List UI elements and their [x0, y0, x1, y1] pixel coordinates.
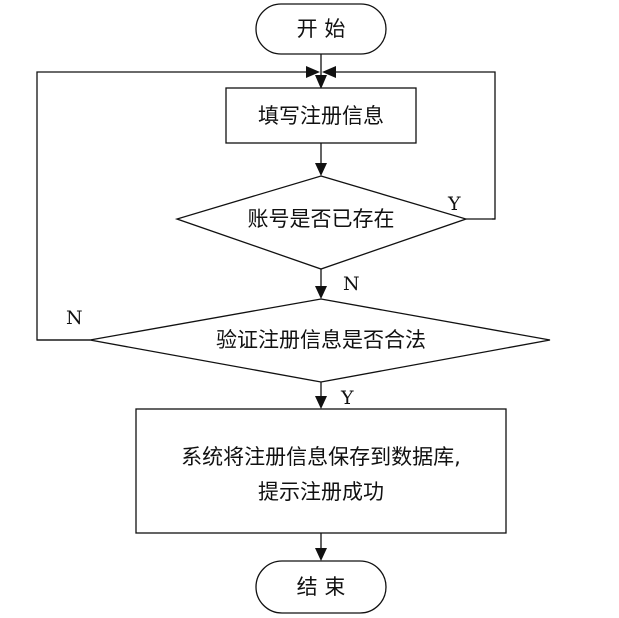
validate-label: 验证注册信息是否合法: [216, 328, 426, 352]
save-label-line2: 提示注册成功: [258, 480, 384, 504]
arrowhead-left-rail: [306, 66, 320, 78]
edge-label-valid-no: N: [66, 307, 83, 329]
save-node: 系统将注册信息保存到数据库, 提示注册成功: [135, 408, 507, 534]
account-exists-decision: 账号是否已存在: [174, 175, 469, 270]
edge-label-valid-yes: Y: [340, 387, 354, 409]
arrowhead-right-rail: [322, 66, 336, 78]
arrowhead-into-validate: [315, 286, 327, 299]
start-label: 开 始: [297, 17, 346, 41]
validate-decision: 验证注册信息是否合法: [89, 298, 551, 383]
edge-label-exists-no: N: [343, 273, 360, 295]
save-label-line1: 系统将注册信息保存到数据库,: [181, 445, 461, 469]
account-exists-label: 账号是否已存在: [248, 207, 395, 231]
arrowhead-into-check: [315, 163, 327, 176]
arrowhead-into-end: [315, 548, 327, 561]
arrowhead-into-save: [315, 396, 327, 409]
arrowhead-into-fill: [315, 75, 327, 89]
edge-label-exists-yes: Y: [447, 193, 461, 215]
end-label: 结 束: [297, 575, 346, 599]
end-node: 结 束: [255, 560, 387, 614]
start-node: 开 始: [255, 3, 387, 55]
fill-info-node: 填写注册信息: [225, 87, 417, 144]
fill-info-label: 填写注册信息: [258, 104, 384, 128]
